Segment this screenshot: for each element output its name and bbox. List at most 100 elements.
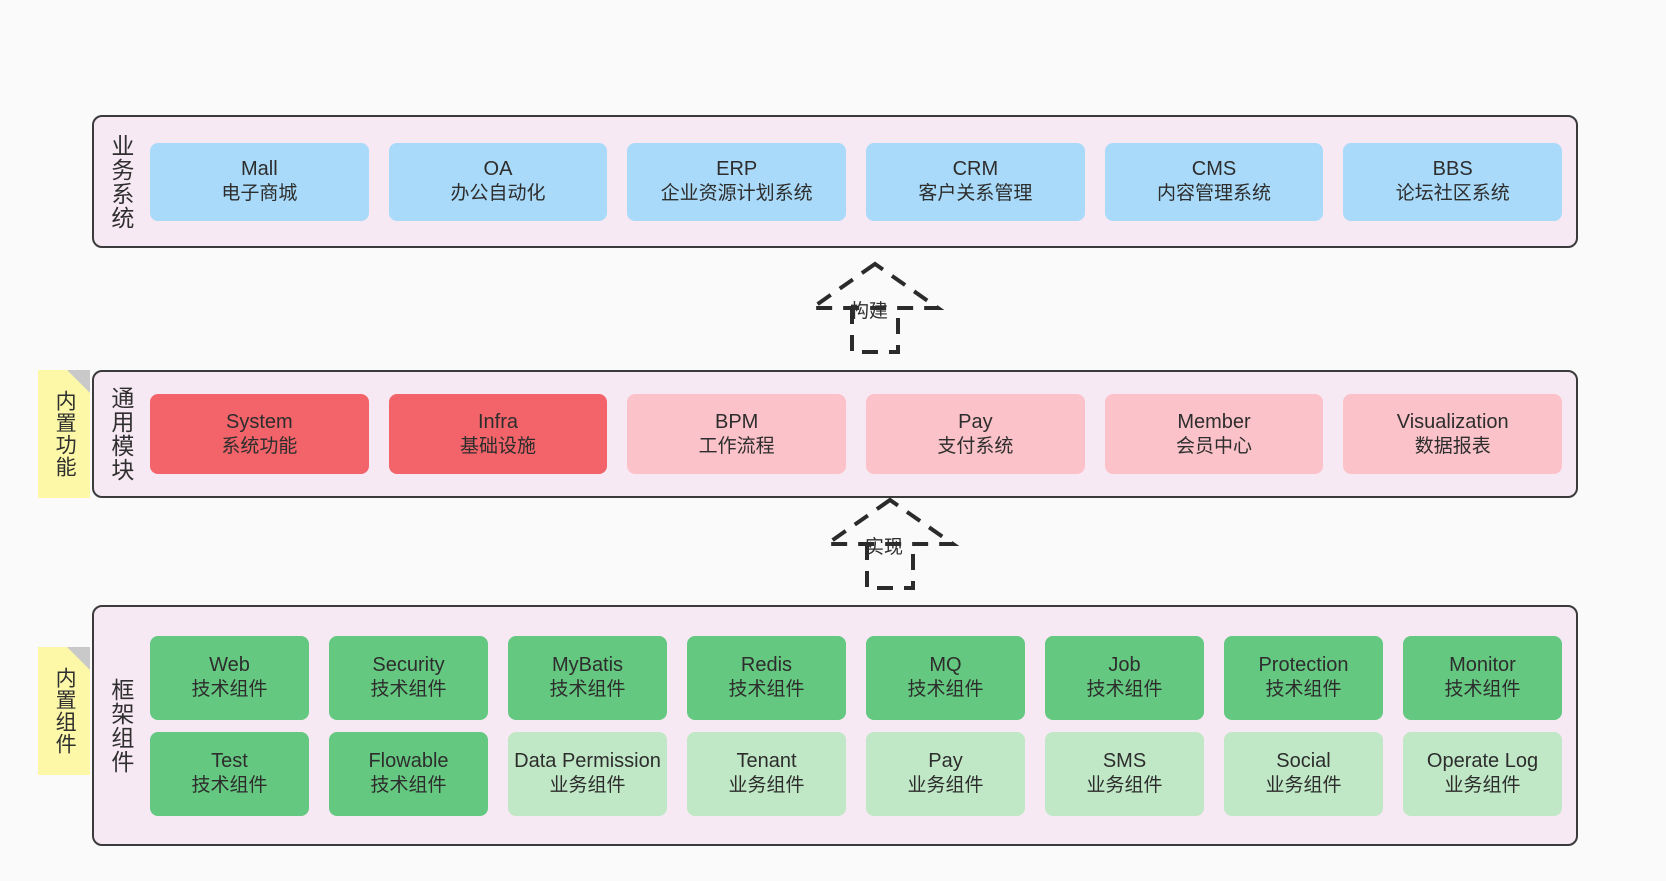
- card-row: Web 技术组件 Security 技术组件 MyBatis 技术组件 Redi…: [150, 635, 1562, 720]
- note-builtin-components: 内置组件: [38, 647, 90, 775]
- card-title: CMS: [1191, 158, 1237, 181]
- card-title: Social: [1276, 750, 1331, 773]
- card-title: CRM: [952, 158, 999, 181]
- card-redis[interactable]: Redis 技术组件: [687, 635, 846, 720]
- card-subtitle: 技术组件: [549, 679, 626, 701]
- card-title: Tenant: [736, 750, 797, 773]
- card-title: Operate Log: [1426, 750, 1539, 773]
- card-subtitle: 技术组件: [191, 775, 268, 797]
- card-title: OA: [483, 158, 513, 181]
- card-subtitle: 业务组件: [907, 775, 984, 797]
- card-mq[interactable]: MQ 技术组件: [866, 635, 1025, 720]
- card-erp[interactable]: ERP 企业资源计划系统: [627, 142, 847, 221]
- arrow-build-label: 构建: [850, 301, 889, 322]
- card-crm[interactable]: CRM 客户关系管理: [866, 142, 1085, 221]
- card-title: Monitor: [1449, 654, 1516, 677]
- layer-common-module-title: 通用模块: [107, 386, 134, 482]
- layer-business-system-body: Mall 电子商城 OA 办公自动化 ERP 企业资源计划系统 CRM 客户关系…: [146, 117, 1576, 246]
- card-title: Test: [211, 750, 248, 773]
- card-system[interactable]: System 系统功能: [150, 394, 369, 474]
- card-row: Test 技术组件 Flowable 技术组件 Data Permission …: [150, 731, 1562, 816]
- card-data-permission[interactable]: Data Permission 业务组件: [508, 731, 667, 816]
- card-subtitle: 业务组件: [728, 775, 805, 797]
- note-builtin-features: 内置功能: [38, 370, 90, 498]
- card-bbs[interactable]: BBS 论坛社区系统: [1343, 142, 1563, 221]
- card-title: Infra: [477, 410, 519, 433]
- card-sms[interactable]: SMS 业务组件: [1045, 731, 1204, 816]
- card-subtitle: 技术组件: [191, 679, 268, 701]
- card-social[interactable]: Social 业务组件: [1224, 731, 1383, 816]
- card-title: Redis: [740, 654, 793, 677]
- card-title: Flowable: [368, 750, 449, 773]
- card-subtitle: 技术组件: [370, 775, 447, 797]
- card-cms[interactable]: CMS 内容管理系统: [1104, 142, 1324, 221]
- card-title: ERP: [716, 158, 758, 181]
- card-title: Security: [372, 654, 445, 677]
- card-member[interactable]: Member 会员中心: [1104, 394, 1324, 474]
- card-tenant[interactable]: Tenant 业务组件: [687, 731, 846, 816]
- card-operate-log[interactable]: Operate Log 业务组件: [1403, 731, 1562, 816]
- card-subtitle: 技术组件: [907, 679, 984, 701]
- card-title: BBS: [1432, 158, 1473, 181]
- card-subtitle: 支付系统: [937, 435, 1014, 457]
- card-subtitle: 技术组件: [1444, 679, 1521, 701]
- card-title: Mall: [241, 158, 278, 181]
- layer-business-system: 业务系统 Mall 电子商城 OA 办公自动化 ERP 企业资源计划系统 CRM…: [92, 115, 1578, 248]
- card-test[interactable]: Test 技术组件: [150, 731, 309, 816]
- card-subtitle: 电子商城: [221, 183, 298, 205]
- card-subtitle: 技术组件: [370, 679, 447, 701]
- card-title: Visualization: [1396, 410, 1509, 433]
- card-security[interactable]: Security 技术组件: [329, 635, 488, 720]
- card-bpm[interactable]: BPM 工作流程: [627, 394, 847, 474]
- card-subtitle: 基础设施: [460, 435, 537, 457]
- layer-framework-component: 框架组件 Web 技术组件 Security 技术组件 MyBatis 技术组件…: [92, 605, 1578, 846]
- card-title: MyBatis: [551, 654, 624, 677]
- card-pay-component[interactable]: Pay 业务组件: [866, 731, 1025, 816]
- card-web[interactable]: Web 技术组件: [150, 635, 309, 720]
- note-label: 内置功能: [53, 390, 77, 478]
- card-monitor[interactable]: Monitor 技术组件: [1403, 635, 1562, 720]
- card-title: Member: [1177, 410, 1251, 433]
- card-subtitle: 技术组件: [728, 679, 805, 701]
- layer-common-module-body: System 系统功能 Infra 基础设施 BPM 工作流程 Pay 支付系统…: [146, 372, 1576, 496]
- card-title: BPM: [715, 410, 759, 433]
- card-title: SMS: [1102, 750, 1147, 773]
- card-visualization[interactable]: Visualization 数据报表: [1343, 394, 1563, 474]
- generalization-arrow-icon: [820, 497, 960, 590]
- note-label: 内置组件: [53, 667, 77, 755]
- card-mybatis[interactable]: MyBatis 技术组件: [508, 635, 667, 720]
- card-infra[interactable]: Infra 基础设施: [388, 394, 608, 474]
- card-title: Pay: [958, 410, 993, 433]
- card-subtitle: 系统功能: [221, 435, 298, 457]
- card-job[interactable]: Job 技术组件: [1045, 635, 1204, 720]
- card-pay[interactable]: Pay 支付系统: [866, 394, 1085, 474]
- card-title: Job: [1108, 654, 1141, 677]
- arrow-implement: 实现: [815, 497, 965, 590]
- card-title: MQ: [929, 654, 962, 677]
- card-protection[interactable]: Protection 技术组件: [1224, 635, 1383, 720]
- layer-framework-component-title: 框架组件: [107, 677, 134, 774]
- card-subtitle: 业务组件: [1444, 775, 1521, 797]
- card-title: Pay: [928, 750, 963, 773]
- card-subtitle: 业务组件: [1086, 775, 1163, 797]
- card-subtitle: 会员中心: [1176, 435, 1253, 457]
- card-mall[interactable]: Mall 电子商城: [150, 142, 369, 221]
- card-subtitle: 企业资源计划系统: [660, 183, 813, 205]
- card-oa[interactable]: OA 办公自动化: [388, 142, 608, 221]
- card-subtitle: 数据报表: [1414, 435, 1491, 457]
- card-row: Mall 电子商城 OA 办公自动化 ERP 企业资源计划系统 CRM 客户关系…: [150, 142, 1563, 221]
- layer-framework-component-body: Web 技术组件 Security 技术组件 MyBatis 技术组件 Redi…: [146, 607, 1576, 844]
- card-subtitle: 技术组件: [1086, 679, 1163, 701]
- card-title: Data Permission: [514, 750, 661, 773]
- card-subtitle: 内容管理系统: [1157, 183, 1272, 205]
- card-flowable[interactable]: Flowable 技术组件: [329, 731, 488, 816]
- card-title: Protection: [1258, 654, 1349, 677]
- card-subtitle: 客户关系管理: [918, 183, 1033, 205]
- card-title: Web: [209, 654, 250, 677]
- card-subtitle: 办公自动化: [450, 183, 546, 205]
- arrow-build: 构建: [800, 261, 950, 354]
- generalization-arrow-icon: [805, 261, 945, 354]
- layer-common-module: 通用模块 System 系统功能 Infra 基础设施 BPM 工作流程 Pay…: [92, 370, 1578, 498]
- arrow-implement-label: 实现: [865, 537, 904, 558]
